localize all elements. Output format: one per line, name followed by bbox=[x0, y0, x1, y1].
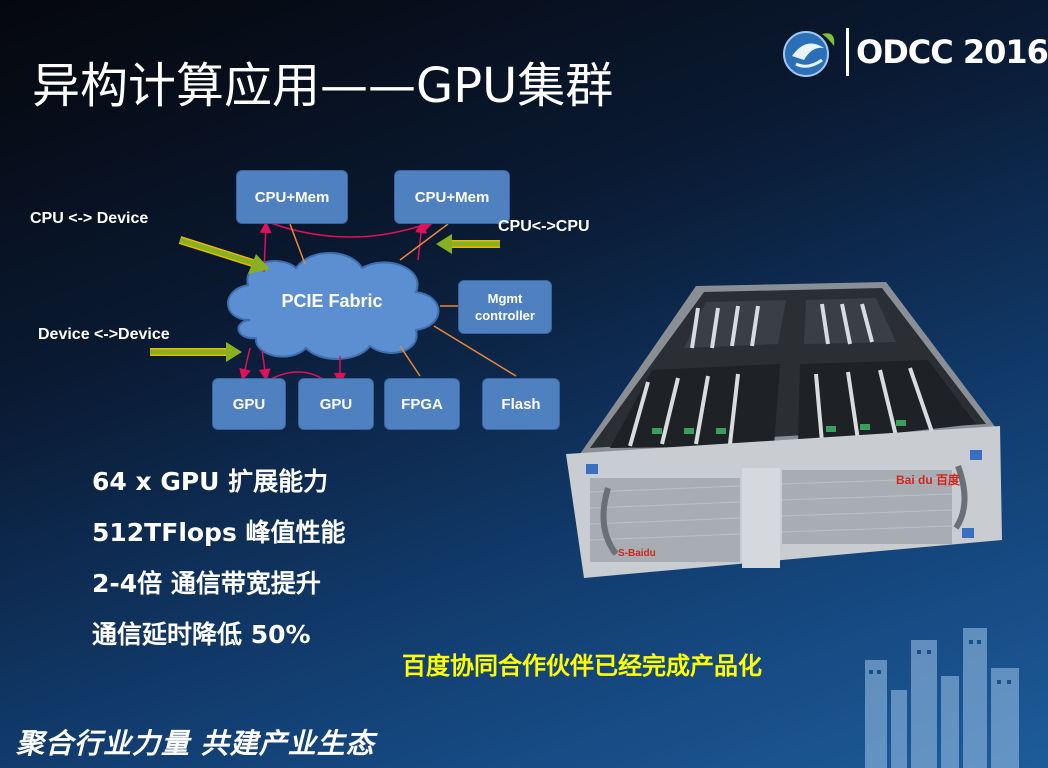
cpu-mem-left-node: CPU+Mem bbox=[236, 170, 348, 224]
gpu-node-2: GPU bbox=[298, 378, 374, 430]
server-front-badge: S-Baidu bbox=[618, 548, 656, 559]
fabric-cpu-left-orange bbox=[289, 223, 306, 265]
diagram-connectors bbox=[150, 219, 517, 385]
device-device-label: Device <->Device bbox=[38, 326, 170, 343]
logo-text: ODCC 2016 bbox=[856, 33, 1048, 71]
feature-list: 64 x GPU 扩展能力 512TFlops 峰值性能 2-4倍 通信带宽提升… bbox=[92, 456, 346, 660]
fabric-cpu-right-orange bbox=[399, 223, 449, 261]
fabric-gpu1-link-a bbox=[239, 347, 251, 381]
gpu-server-photo: Bai du 百度 S-Baidu bbox=[566, 282, 1002, 578]
odcc-emblem-icon bbox=[783, 31, 835, 77]
city-skyline-decoration bbox=[865, 628, 1019, 768]
feature-item: 通信延时降低 50% bbox=[92, 620, 311, 649]
cpu-device-label: CPU <-> Device bbox=[30, 210, 149, 227]
productization-note: 百度协同合作伙伴已经完成产品化 bbox=[402, 652, 762, 680]
cpu-mem-right-node: CPU+Mem bbox=[394, 170, 510, 224]
slide-title: 异构计算应用——GPU集群 bbox=[32, 58, 614, 114]
flash-node: Flash bbox=[482, 378, 560, 430]
gpu-cards bbox=[610, 298, 976, 448]
fabric-fpga-link bbox=[399, 345, 421, 377]
fpga-node: FPGA bbox=[384, 378, 460, 430]
fabric-flash-link bbox=[433, 325, 517, 377]
gpu-node-1: GPU bbox=[212, 378, 286, 430]
pcie-fabric-label: PCIE Fabric bbox=[281, 291, 383, 311]
cpu-cpu-label: CPU<->CPU bbox=[498, 218, 590, 235]
footer-slogan: 聚合行业力量 共建产业生态 bbox=[16, 727, 375, 760]
feature-item: 512TFlops 峰值性能 bbox=[92, 518, 346, 547]
gpu-cluster-diagram: CPU+Mem CPU+Mem Mgmt controller GPU GPU … bbox=[0, 150, 590, 450]
cpu-cpu-link bbox=[267, 219, 435, 238]
odcc-logo: ODCC 2016 bbox=[770, 22, 1048, 82]
mgmt-controller-node: Mgmt controller bbox=[458, 280, 552, 334]
cpu-device-arrow bbox=[178, 236, 270, 274]
feature-item: 2-4倍 通信带宽提升 bbox=[92, 569, 321, 598]
device-device-arrow bbox=[150, 342, 242, 362]
fabric-cpu-right-link bbox=[415, 221, 427, 261]
cpu-cpu-arrow bbox=[436, 234, 500, 254]
fabric-gpu1-link-b bbox=[258, 349, 271, 381]
logo-divider bbox=[846, 28, 849, 76]
server-brand-label: Bai du 百度 bbox=[896, 472, 961, 487]
feature-item: 64 x GPU 扩展能力 bbox=[92, 467, 329, 496]
